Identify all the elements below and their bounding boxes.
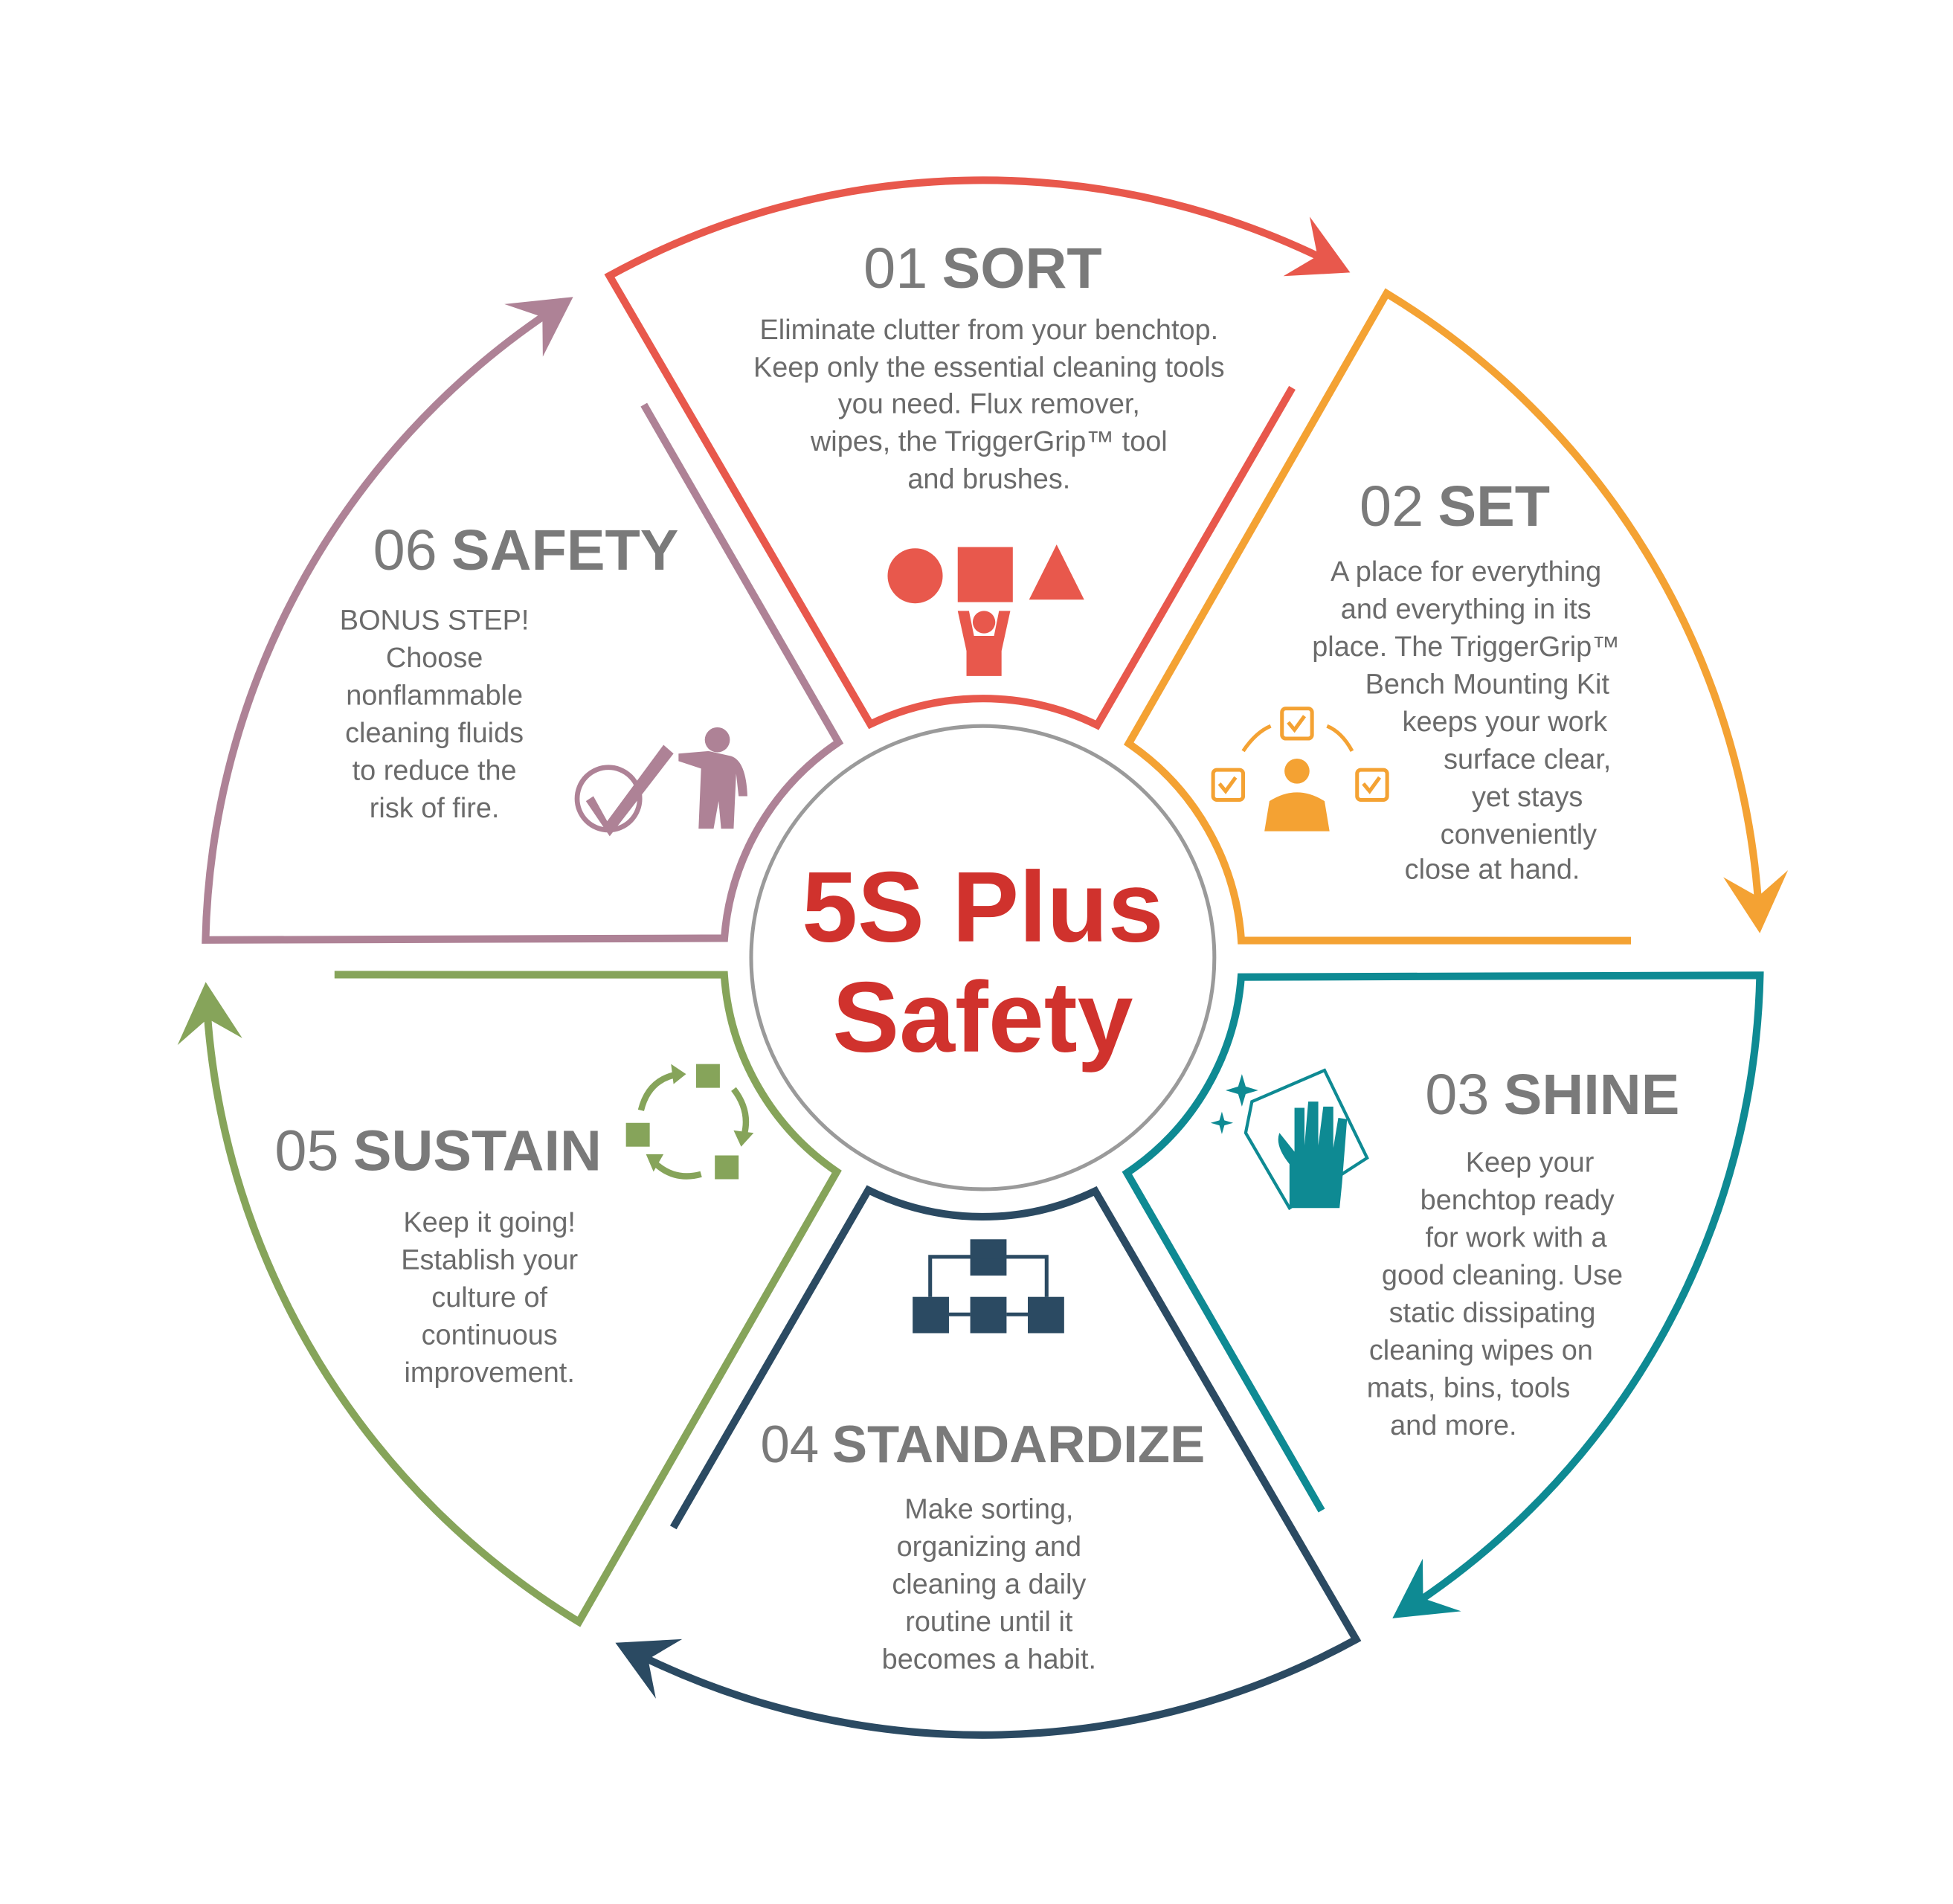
spacer (1489, 1063, 1503, 1127)
step-description-line: you need. Flux remover, (838, 388, 1140, 419)
step-description-line: cleaning wipes on (1369, 1335, 1593, 1366)
arrowhead-icon (1283, 216, 1351, 277)
step-number: 03 (1425, 1063, 1489, 1127)
center-title-line2: Safety (832, 961, 1133, 1073)
step-description-line: place. The TriggerGrip™ (1312, 631, 1620, 663)
arrowhead-icon (177, 982, 242, 1046)
step-description-line: cleaning a daily (892, 1569, 1086, 1601)
check-person-icon (574, 727, 747, 837)
step-title: 05 SUSTAIN (274, 1119, 602, 1183)
segments (177, 176, 1789, 1739)
step-number: 02 (1360, 475, 1423, 538)
segment-outline-standardize (640, 1185, 1362, 1739)
step-title: 03 SHINE (1425, 1063, 1679, 1127)
step-description-line: Establish your (401, 1245, 578, 1276)
step-description-line: keeps your work (1403, 707, 1608, 738)
step-name: SAFETY (451, 518, 678, 582)
step-description-line: yet stays (1472, 782, 1583, 813)
spacer (437, 518, 451, 582)
step-description-line: and everything in its (1341, 594, 1592, 625)
step-description-line: to reduce the (353, 756, 517, 787)
step-description-line: continuous (422, 1320, 558, 1351)
step-title: 01 SORT (863, 237, 1102, 300)
step-number: 04 (761, 1415, 820, 1473)
step-description-line: cleaning fluids (345, 718, 524, 749)
segment-outline-sustain (203, 971, 842, 1627)
step-description-line: routine until it (905, 1606, 1073, 1638)
step-description-line: Keep it going! (403, 1207, 576, 1238)
step-title: 06 SAFETY (373, 518, 679, 582)
person-checklist-icon (1211, 707, 1389, 832)
step-description-line: A place for everything (1331, 556, 1601, 588)
segment-outline-shine (1122, 971, 1764, 1606)
center-title-line1: 5S Plus (802, 851, 1163, 963)
step-number: 06 (373, 518, 437, 582)
step-description-line: risk of fire. (370, 793, 500, 824)
step-description-line: static dissipating (1389, 1297, 1596, 1328)
spacer (819, 1416, 832, 1474)
step-name: SORT (942, 237, 1102, 300)
step-title: 04 STANDARDIZE (761, 1415, 1206, 1474)
step-description-line: organizing and (897, 1531, 1081, 1563)
cycle-icon (625, 1064, 754, 1180)
step-description-line: for work with a (1425, 1222, 1607, 1253)
step-description-line: and brushes. (907, 463, 1070, 495)
step-description-line: nonflammable (346, 681, 523, 712)
step-description-line: Eliminate clutter from your benchtop. (760, 315, 1219, 346)
segment-outline-safety (202, 309, 844, 944)
step-description-line: Keep your (1466, 1147, 1595, 1178)
center-circle (749, 724, 1217, 1191)
step-description-line: culture of (431, 1282, 547, 1313)
spacer (339, 1119, 353, 1183)
step-description-line: benchtop ready (1420, 1185, 1615, 1216)
step-description-line: conveniently (1441, 819, 1598, 850)
step-description-line: close at hand. (1405, 855, 1580, 886)
arrowhead-icon (1723, 869, 1789, 933)
segment-outline-sort (604, 176, 1325, 730)
step-name: STANDARDIZE (832, 1415, 1205, 1473)
step-description-line: improvement. (405, 1357, 575, 1389)
step-description-line: and more. (1390, 1410, 1516, 1441)
step-name: SHINE (1504, 1063, 1680, 1127)
step-description-line: Keep only the essential cleaning tools (753, 353, 1225, 384)
step-number: 05 (274, 1119, 338, 1183)
step-description-line: Choose (386, 643, 483, 674)
spacer (1423, 475, 1438, 538)
spacer (927, 237, 942, 300)
step-title: 02 SET (1360, 475, 1550, 538)
step-description-line: Bench Mounting Kit (1365, 669, 1610, 700)
step-name: SUSTAIN (353, 1119, 602, 1183)
step-description-line: good cleaning. Use (1382, 1260, 1623, 1291)
step-texts: 01 SORT Eliminate clutter from your bench… (274, 237, 1679, 1675)
arrowhead-icon (1392, 1558, 1461, 1618)
step-number: 01 (863, 237, 927, 300)
segment-outline-set (1123, 288, 1763, 945)
step-description-line: Make sorting, (904, 1494, 1073, 1525)
arrowhead-icon (615, 1638, 683, 1699)
step-description-line: wipes, the TriggerGrip™ tool (810, 426, 1168, 457)
step-name: SET (1438, 475, 1550, 538)
org-chart-icon (913, 1239, 1064, 1334)
shapes-person-icon (887, 544, 1084, 676)
step-description-line: mats, bins, tools (1367, 1372, 1571, 1403)
arrowhead-icon (504, 297, 573, 357)
step-description-line: becomes a habit. (882, 1644, 1096, 1676)
step-description-line: BONUS STEP! (340, 605, 530, 637)
hand-wipe-icon (1210, 1068, 1369, 1211)
step-description-line: surface clear, (1444, 744, 1611, 775)
